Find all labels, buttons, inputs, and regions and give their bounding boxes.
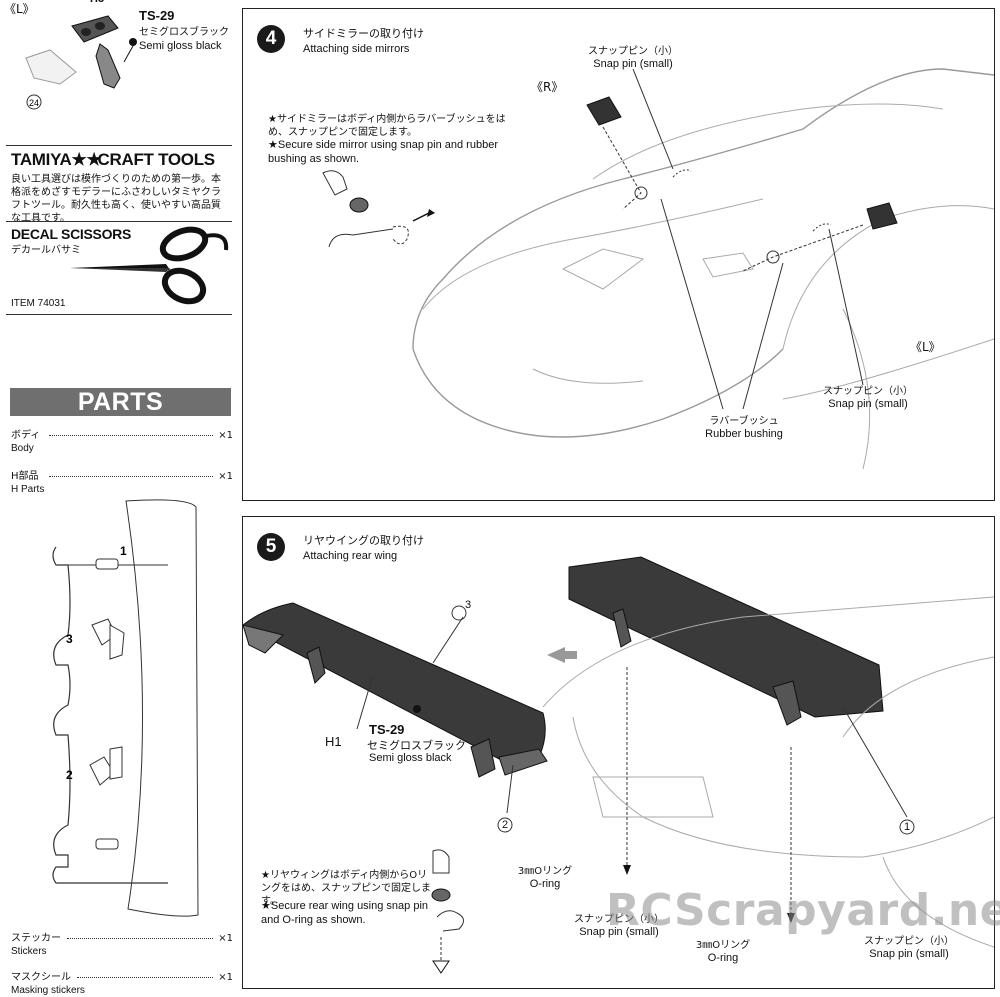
product-name-en: DECAL SCISSORS [11,226,132,242]
ad-brand-line: TAMIYA★★CRAFT TOOLS [11,150,215,170]
mirror-label-r: 《R》 [531,80,564,94]
o-ring-label: 3㎜Oリング O-ring [517,866,573,890]
parts-item-qty: ×1 [218,972,233,983]
snap-pin-label-2: スナップピン（小） Snap pin (small) [823,386,913,410]
parts-item-jp: ステッカー [11,933,61,944]
tamiya-star-logo: ★★ [71,150,102,169]
part-letter-label: H3 [90,0,104,6]
o-ring-label-2: 3㎜Oリング O-ring [695,940,751,964]
step-number: 4 [257,25,285,53]
parts-item-en: H Parts [11,484,45,495]
step-title-en: Attaching rear wing [303,550,398,562]
scissors-illustration [70,226,229,305]
runner-label-1: 1 [120,544,127,558]
side-mirror-part-drawing: 24 [25,15,137,110]
runner-label-2: 2 [66,768,73,782]
parts-item-qty: ×1 [218,471,233,482]
parts-item-en: Stickers [11,946,47,957]
part-3-label: 3 [465,599,472,611]
parts-item-jp: H部品 [11,471,39,482]
paint-name-jp: セミグロスブラック [139,27,229,38]
product-name-jp: デカールバサミ [11,245,81,256]
snap-pin-label-2: スナップピン（小） Snap pin (small) [864,936,954,960]
parts-item-jp: マスクシール [11,972,71,983]
parts-item-jp: ボディ [11,430,41,441]
parts-title-banner: PARTS [10,388,231,416]
mirror-side-label: 《L》 [4,2,35,16]
step-title-jp: サイドミラーの取り付け [303,27,424,40]
paint-name-jp: セミグロスブラック [367,739,466,752]
brand-suffix: CRAFT TOOLS [97,150,216,169]
part-1-label: 1 [904,821,911,833]
rear-wing-drawing [243,556,994,974]
snap-pin-label: スナップピン（小） Snap pin (small) [588,46,678,70]
paint-name-en: Semi gloss black [139,40,222,52]
rubber-bushing-label: ラバーブッシュ Rubber bushing [705,416,783,440]
step-title-jp: リヤウイングの取り付け [303,534,424,547]
step-note-jp: ★サイドミラーはボディ内側からラバーブッシュをはめ、スナップピンで固定します。 [268,114,506,138]
parts-item-qty: ×1 [218,430,233,441]
step-5-panel: 5 リヤウイングの取り付け Attaching rear wing [242,516,995,989]
parts-item-h-parts: H部品 ×1 H Parts [11,470,233,496]
paint-code: TS-29 [369,722,405,737]
brand-name: TAMIYA [11,150,72,169]
step-note-en: ★Secure rear wing using snap pin and O-r… [261,900,429,926]
watermark: RCScrapyard.net [606,885,1000,936]
step-note-en: ★Secure side mirror using snap pin and r… [268,139,498,165]
runner-label-3: 3 [66,632,73,646]
parts-item-en: Body [11,443,34,454]
paint-code: TS-29 [139,8,175,23]
part-h1-label: H1 [325,734,342,749]
mirror-label-l: 《L》 [910,340,941,354]
item-number: ITEM 74031 [11,298,66,309]
parts-item-en: Masking stickers [11,985,85,996]
h-parts-runner-drawing: 1 3 2 [52,499,199,917]
parts-item-stickers: ステッカー ×1 Stickers [11,932,233,958]
part-2-label: 2 [502,819,509,831]
side-mirror-car-drawing [322,68,994,470]
parts-item-body: ボディ ×1 Body [11,429,233,455]
sticker-number: 24 [29,98,39,108]
ad-description: 良い工具選びは模作づくりのための第一歩。本格派をめざすモデラーにふさわしいタミヤ… [11,174,221,224]
parts-item-qty: ×1 [218,933,233,944]
parts-item-masking: マスクシール ×1 Masking stickers [11,971,233,997]
step-note-jp: ★リヤウィングはボディ内側からOリングをはめ、スナップピンで固定します。 [261,870,431,907]
step-4-panel: 4 サイドミラーの取り付け Attaching side mirrors ★サイ… [242,8,995,501]
snap-pin-label: スナップピン（小） Snap pin (small) [574,914,664,938]
paint-name-en: Semi gloss black [369,752,452,764]
step-title-en: Attaching side mirrors [303,43,410,55]
step-number: 5 [257,533,285,561]
